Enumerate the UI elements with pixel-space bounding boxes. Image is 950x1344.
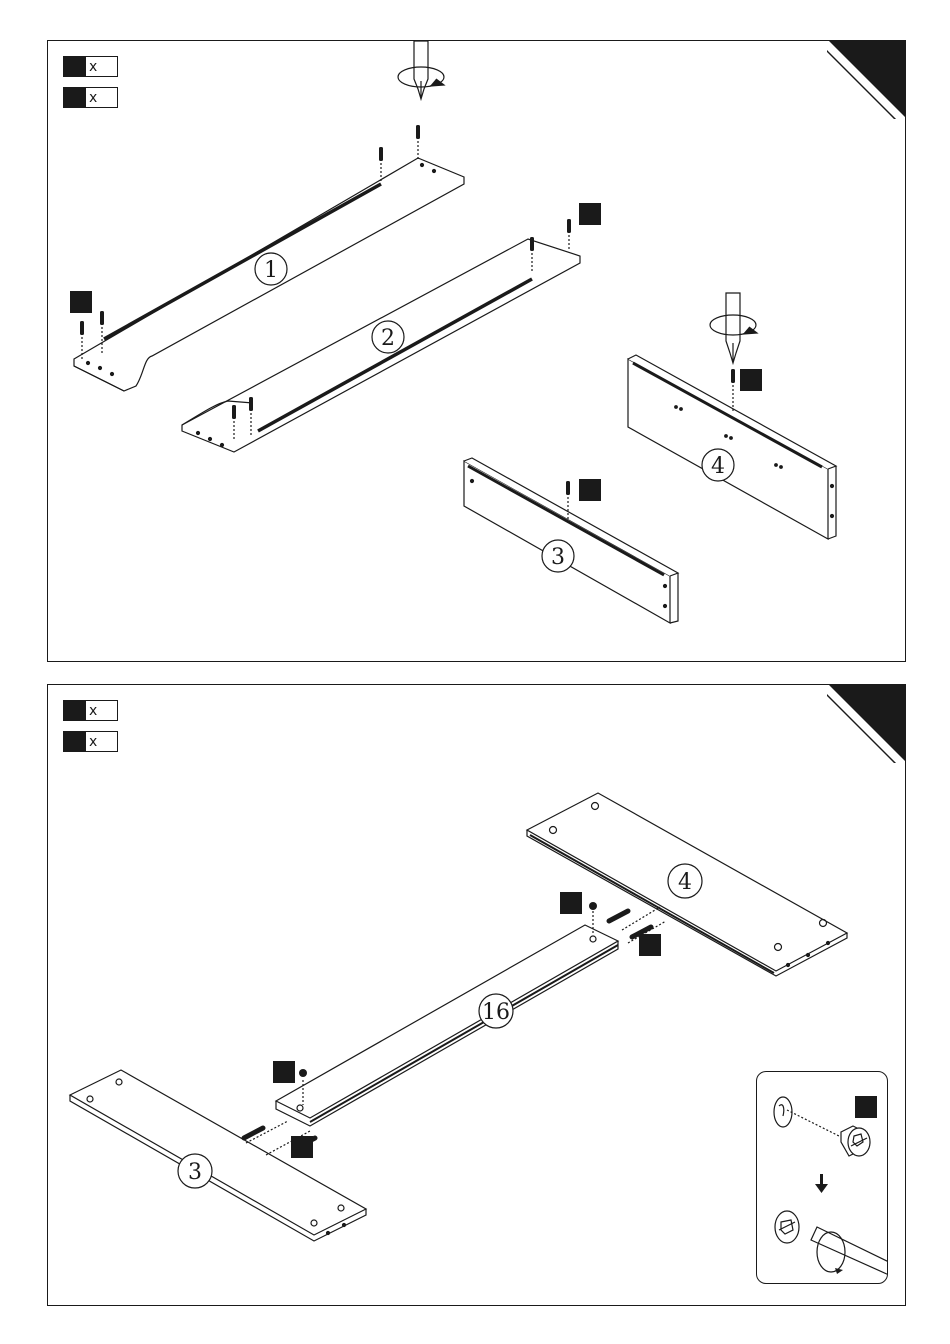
part-number-text: 4 bbox=[678, 870, 692, 895]
part-label-2: 2 bbox=[372, 321, 404, 353]
part-callout-square bbox=[70, 291, 92, 313]
screwdriver-icon bbox=[710, 293, 757, 363]
part-number-text: 16 bbox=[482, 1000, 510, 1025]
board-part-16 bbox=[276, 925, 618, 1126]
part-label-3: 3 bbox=[542, 540, 574, 572]
screwdriver-icon bbox=[398, 41, 444, 99]
cam-lock-detail-drawing bbox=[757, 1072, 888, 1284]
part-label-4: 4 bbox=[702, 449, 734, 481]
part-callout-square bbox=[291, 1136, 313, 1158]
part-label-16: 16 bbox=[479, 994, 513, 1028]
assembly-step-panel-2: x x bbox=[47, 684, 906, 1306]
part-number-text: 1 bbox=[264, 258, 278, 283]
part-callout-square bbox=[639, 934, 661, 956]
panel-part-3 bbox=[464, 458, 678, 623]
part-number-text: 3 bbox=[188, 1160, 202, 1185]
part-number-text: 2 bbox=[381, 326, 395, 351]
part-label-1: 1 bbox=[255, 253, 287, 285]
part-callout-square bbox=[579, 479, 601, 501]
part-callout-square bbox=[855, 1096, 877, 1118]
part-label-4: 4 bbox=[668, 864, 702, 898]
down-arrow-icon bbox=[815, 1174, 828, 1193]
part-callout-square bbox=[273, 1061, 295, 1083]
cam-lock-detail-inset bbox=[756, 1071, 888, 1284]
part-label-3: 3 bbox=[178, 1154, 212, 1188]
part-number-text: 3 bbox=[551, 545, 565, 570]
cam-lock-icon bbox=[299, 902, 597, 1077]
assembly-step-panel-1: x x bbox=[47, 40, 906, 662]
step-1-illustration: 1 2 3 4 bbox=[48, 41, 906, 662]
part-callout-square bbox=[560, 892, 582, 914]
part-number-text: 4 bbox=[711, 454, 725, 479]
part-callout-square bbox=[579, 203, 601, 225]
part-callout-square bbox=[740, 369, 762, 391]
